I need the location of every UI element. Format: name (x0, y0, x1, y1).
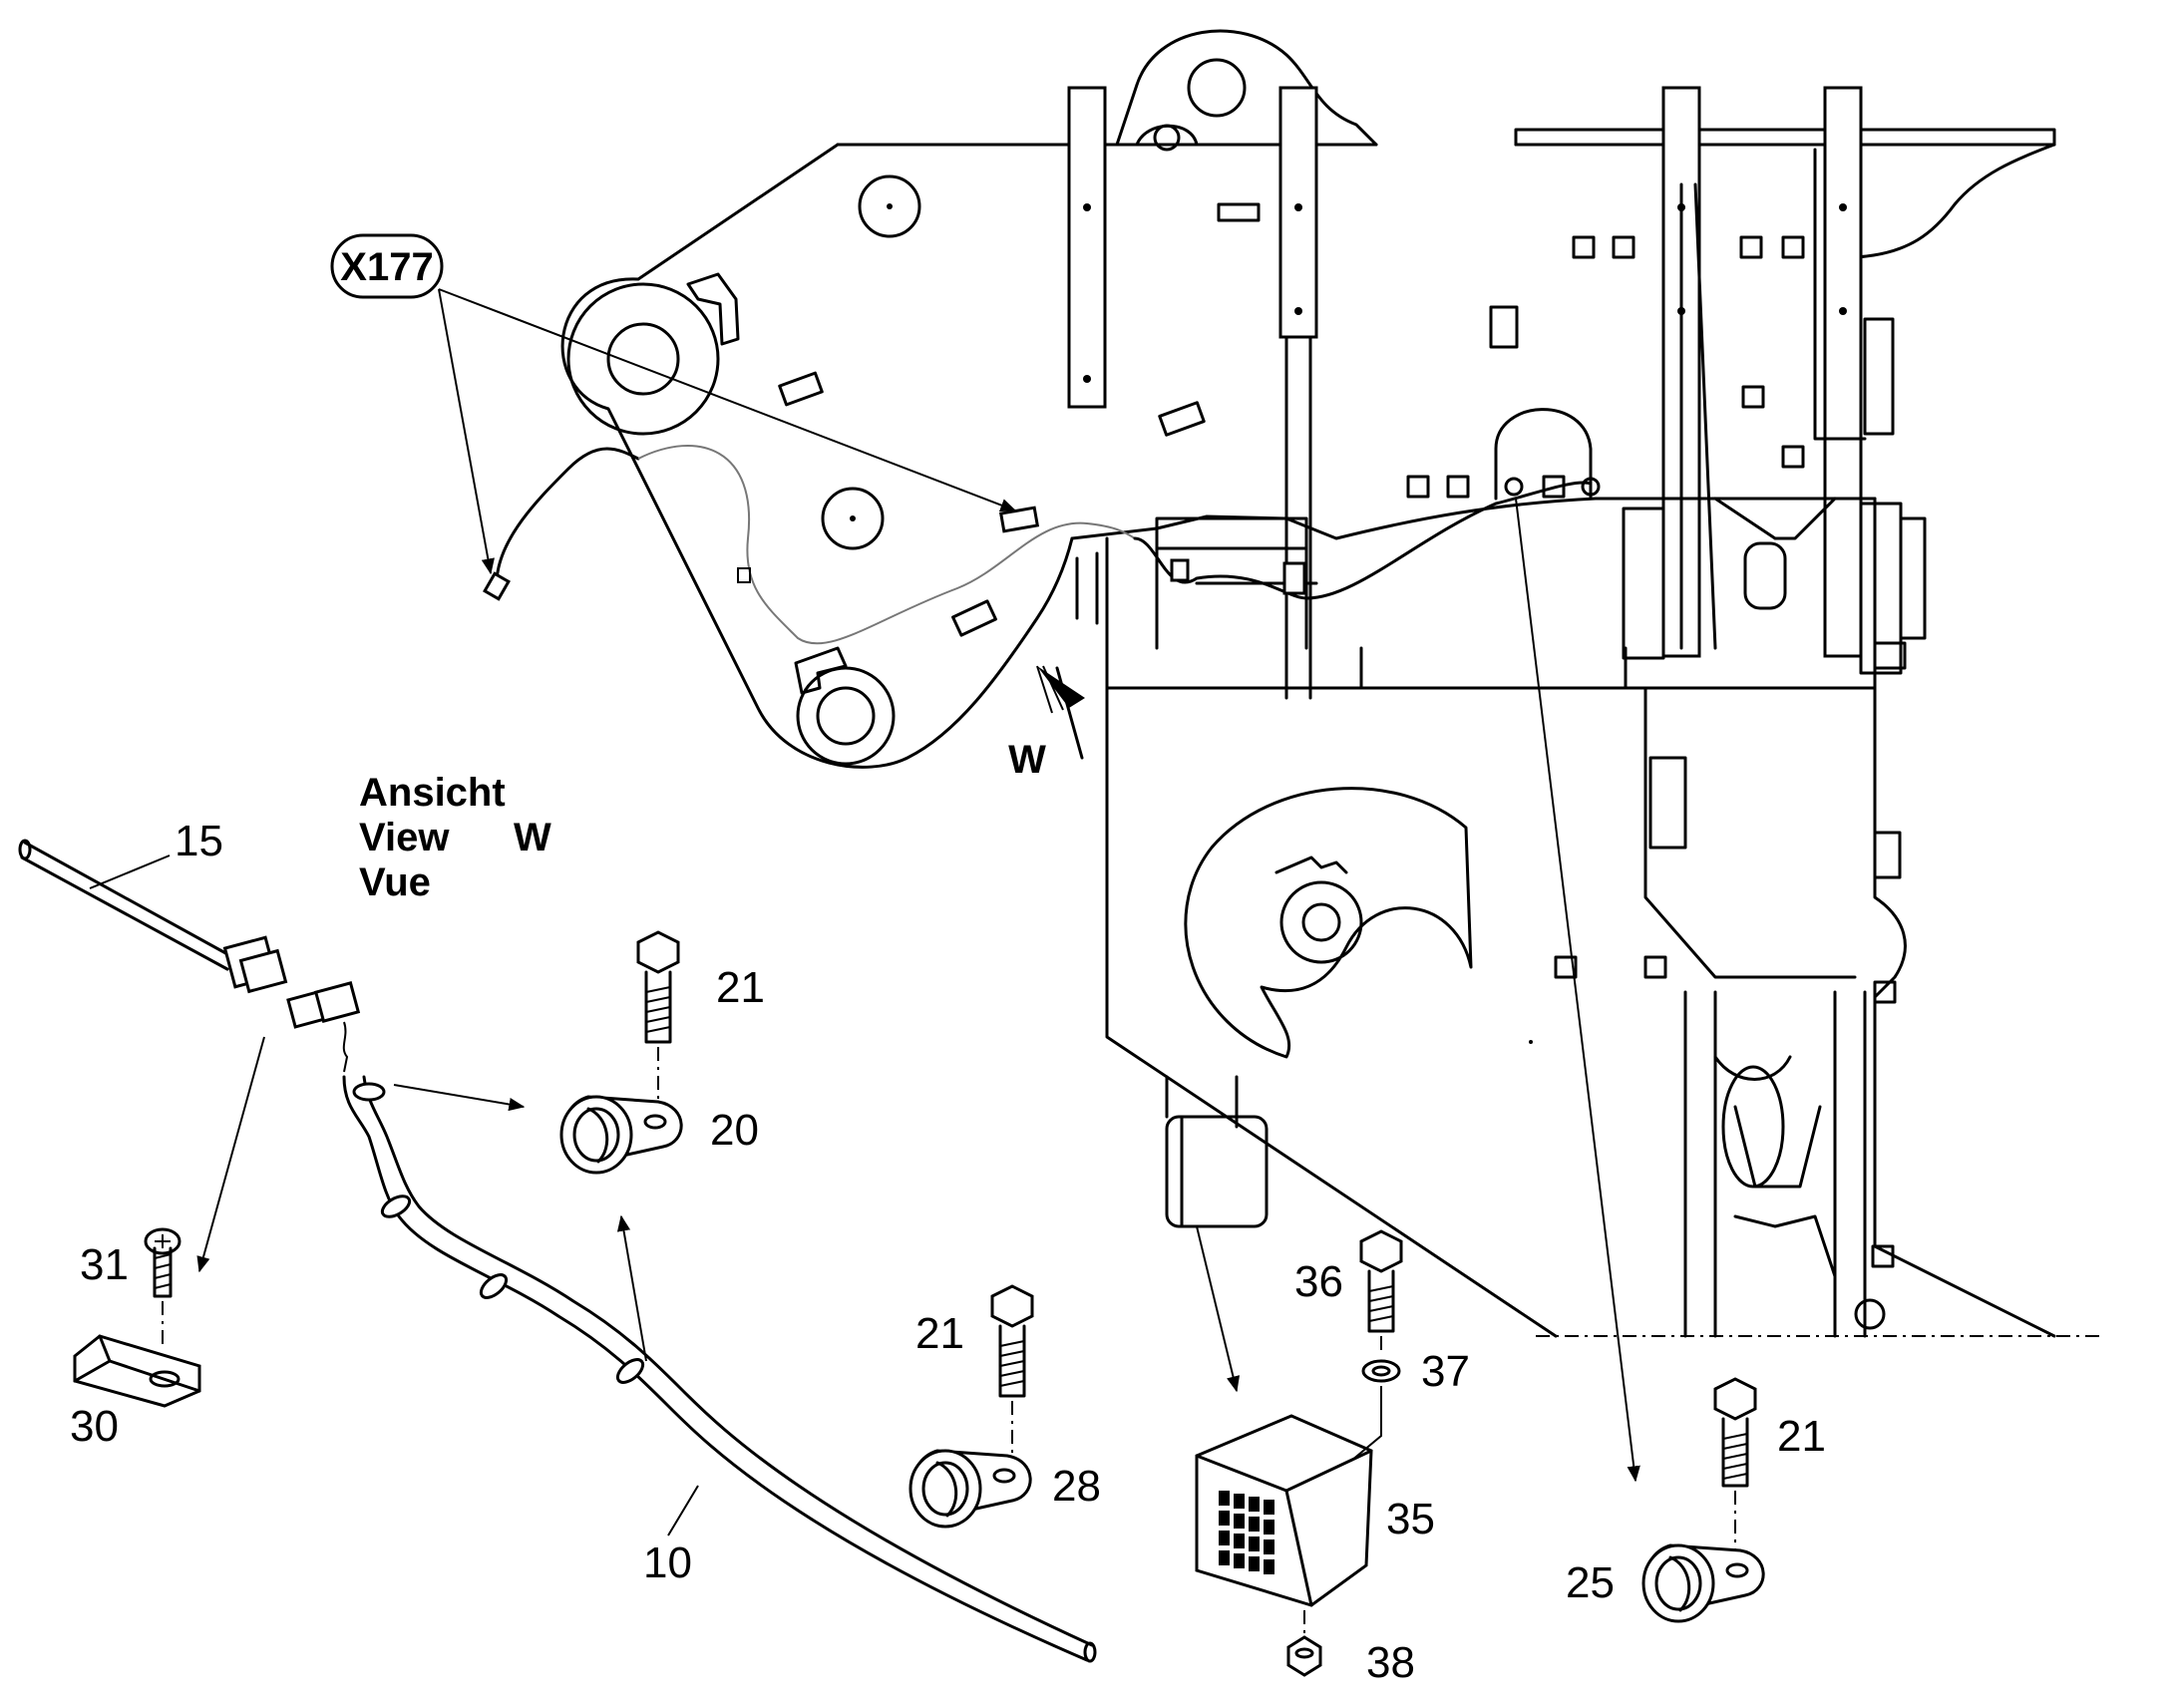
connector-mate (286, 981, 361, 1073)
relay-grid-cell (1219, 1511, 1230, 1526)
part-number-20: 20 (710, 1106, 759, 1155)
cable-routing (483, 445, 1601, 645)
part-number-30: 30 (70, 1402, 119, 1451)
relay-grid-cell (1264, 1500, 1274, 1515)
part-number-21-upper: 21 (716, 963, 765, 1012)
part-number-15: 15 (175, 817, 223, 865)
part-number-21-middle: 21 (915, 1309, 964, 1358)
leader-block-to-relay (1196, 1225, 1241, 1393)
part-number-21-right: 21 (1777, 1412, 1826, 1461)
part-number-25: 25 (1566, 1558, 1615, 1607)
view-label-line-1: Ansicht (359, 771, 506, 815)
relay-grid-cell (1234, 1514, 1245, 1529)
part-number-28: 28 (1052, 1462, 1101, 1511)
relay-grid-cell (1219, 1531, 1230, 1545)
view-label-letter: W (514, 816, 551, 859)
relay-grid (1219, 1491, 1274, 1574)
part-number-36: 36 (1294, 1257, 1343, 1306)
harness-15: 15 (18, 817, 288, 994)
machine-frame (560, 29, 2104, 1338)
relay-grid-cell (1234, 1553, 1245, 1568)
relay-grid-cell (1264, 1520, 1274, 1535)
relay-grid-cell (1219, 1550, 1230, 1565)
nut-38: 38 (1286, 1635, 1415, 1687)
view-arrow-letter: W (1008, 738, 1046, 782)
relay-grid-cell (1234, 1534, 1245, 1548)
view-direction-arrow: W (1008, 665, 1085, 782)
part-number-35: 35 (1386, 1495, 1435, 1543)
connector-id-label: X177 (340, 245, 433, 289)
relay-grid-cell (1219, 1491, 1230, 1506)
washer-37: 37 (1361, 1347, 1470, 1396)
bolt-36: 36 (1294, 1229, 1403, 1356)
view-label-line-2: View (359, 816, 450, 859)
bolt-21-right: 21 (1713, 1377, 1826, 1550)
leader-cable-to-clamp-2 (616, 1214, 647, 1362)
relay-grid-cell (1249, 1537, 1260, 1551)
cable-10: 10 (342, 1075, 1097, 1663)
relay-grid-cell (1264, 1539, 1274, 1554)
screw-31: 31 (80, 1227, 182, 1346)
part-number-31: 31 (80, 1240, 129, 1289)
relay-grid-cell (1264, 1559, 1274, 1574)
clamp-20: 20 (559, 1095, 759, 1175)
connector-callout: X177 (330, 233, 1017, 575)
clip-30: 30 (70, 1334, 201, 1451)
leader-harness-to-clip (196, 1036, 265, 1273)
relay-block-35: 35 (1195, 1386, 1435, 1635)
relay-grid-cell (1249, 1556, 1260, 1571)
bolt-21-upper: 21 (636, 930, 765, 1102)
view-label-line-3: Vue (359, 860, 431, 904)
part-number-37: 37 (1421, 1347, 1470, 1396)
view-label: Ansicht View Vue W (359, 771, 551, 904)
leader-cable-to-clamp (393, 1084, 526, 1112)
clamp-28: 28 (908, 1449, 1101, 1529)
bolt-21-middle: 21 (915, 1284, 1034, 1461)
clamp-25: 25 (1566, 1543, 1765, 1623)
relay-grid-cell (1249, 1517, 1260, 1532)
relay-grid-cell (1234, 1494, 1245, 1509)
relay-grid-cell (1249, 1497, 1260, 1512)
leader-frame-to-clamp-25 (1515, 498, 1640, 1483)
part-number-38: 38 (1366, 1638, 1415, 1687)
part-number-10: 10 (643, 1538, 692, 1587)
